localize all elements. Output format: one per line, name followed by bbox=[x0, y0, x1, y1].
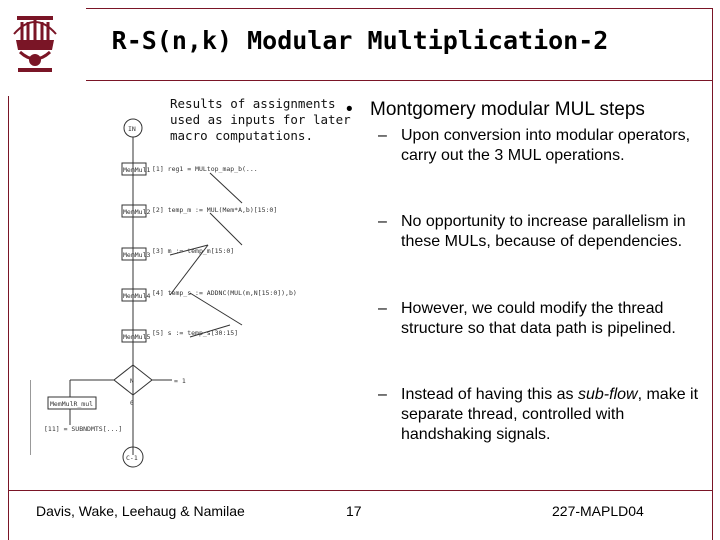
node-label-2: MemMul2 bbox=[123, 208, 150, 216]
end-node bbox=[122, 446, 144, 468]
node-stmt-2: [2] temp_m := MUL(Mem*A,b)[15:0] bbox=[152, 206, 277, 214]
sub-dash: – bbox=[378, 386, 387, 403]
sub-item-1: – Upon conversion into modular operators… bbox=[378, 126, 708, 186]
decision-right-label: = 1 bbox=[174, 377, 186, 385]
sub-dash: – bbox=[378, 213, 387, 230]
node-box-1 bbox=[121, 162, 147, 176]
node-box-2 bbox=[121, 204, 147, 218]
sub-item-text: Instead of having this as sub-flow, make… bbox=[401, 385, 711, 445]
decision-zero-label: 0 bbox=[130, 399, 134, 407]
node-stmt-4: [4] temp_s := ADDNC(MUL(m,N[15:0]),b) bbox=[152, 289, 297, 297]
flow-diagram: IN MemMul1 [1] reg1 = MULtop_map_b(... M… bbox=[30, 118, 297, 468]
footer-page-number: 17 bbox=[346, 503, 362, 519]
slide-title: R-S(n,k) Modular Multiplication-2 bbox=[111, 26, 609, 55]
node-label-4: MemMul4 bbox=[123, 292, 150, 300]
rem-box-label: MemMulR_mul bbox=[50, 400, 93, 408]
university-seal-logo bbox=[8, 10, 62, 76]
sub-dash: – bbox=[378, 127, 387, 144]
footer-code: 227-MAPLD04 bbox=[552, 503, 644, 519]
node-box-5 bbox=[121, 329, 147, 343]
decision-label: N bbox=[130, 377, 134, 385]
node-stmt-3: [3] m := temp_m[15:0] bbox=[152, 247, 234, 255]
sub-item-text: Upon conversion into modular operators, … bbox=[401, 127, 691, 164]
footer-authors: Davis, Wake, Leehaug & Namilae bbox=[36, 503, 245, 519]
left-border bbox=[8, 96, 9, 540]
rem-box bbox=[47, 396, 97, 410]
diagram-caption: Results of assignments used as inputs fo… bbox=[170, 96, 351, 143]
title-rule bbox=[86, 80, 712, 81]
rem-stmt: [11] = SUBNDMTS[...] bbox=[44, 425, 122, 433]
node-stmt-1: [1] reg1 = MULtop_map_b(... bbox=[152, 165, 258, 173]
sub-item-text-after: , make it separate thread, controlled wi… bbox=[401, 386, 699, 443]
sub-item-text-before: Instead of having this as bbox=[401, 386, 578, 403]
node-label-5: MemMul5 bbox=[123, 333, 150, 341]
in-label: IN bbox=[128, 125, 136, 133]
sub-item-4: – Instead of having this as sub-flow, ma… bbox=[378, 385, 708, 445]
node-label-3: MemMul3 bbox=[123, 251, 150, 259]
sub-item-2: – No opportunity to increase parallelism… bbox=[378, 212, 708, 272]
decision-diamond bbox=[113, 364, 153, 396]
sub-dash: – bbox=[378, 300, 387, 317]
node-stmt-5: [5] s := temp_s[30:15] bbox=[152, 329, 238, 337]
title-underline bbox=[86, 8, 712, 9]
footer-rule bbox=[8, 490, 712, 491]
sub-item-text-italic: sub-flow bbox=[578, 386, 638, 403]
bullet-heading: Montgomery modular MUL steps bbox=[370, 99, 645, 120]
sub-item-text: However, we could modify the thread stru… bbox=[401, 300, 676, 337]
sub-item-3: – However, we could modify the thread st… bbox=[378, 299, 708, 359]
node-box-4 bbox=[121, 288, 147, 302]
node-box-3 bbox=[121, 247, 147, 261]
end-label: C-1 bbox=[126, 454, 138, 462]
node-label-1: MemMul1 bbox=[123, 166, 150, 174]
bullet-marker: • bbox=[346, 99, 353, 120]
sub-item-text: No opportunity to increase parallelism i… bbox=[401, 213, 686, 250]
right-border bbox=[712, 8, 713, 540]
